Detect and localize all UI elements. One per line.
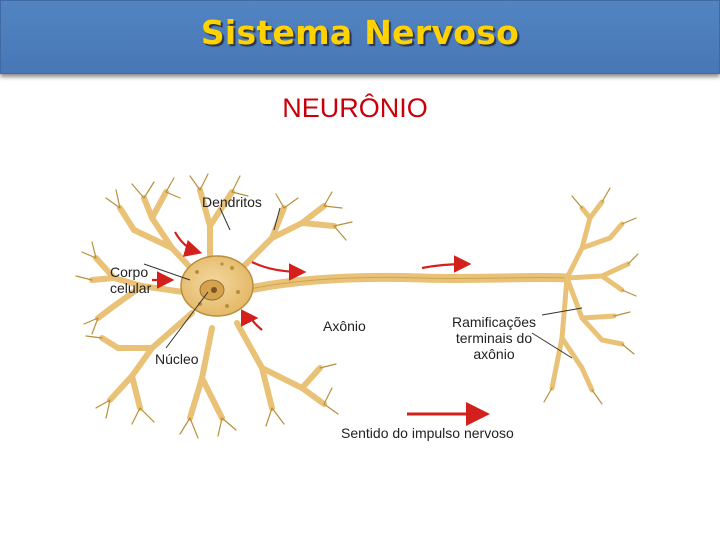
dendrites	[75, 173, 353, 439]
axon-terminals	[549, 199, 631, 393]
axon	[227, 272, 572, 298]
slide-title: Sistema Nervoso	[200, 13, 520, 52]
subtitle-text: NEURÔNIO	[282, 93, 428, 123]
label-ramificacoes-line3: axônio	[473, 346, 515, 362]
label-ramificacoes-line1: Ramificações	[451, 314, 537, 330]
label-corpo-celular: Corpo celular	[110, 264, 151, 296]
label-corpo-line2: celular	[110, 280, 152, 296]
label-corpo-line1: Corpo	[110, 264, 149, 280]
label-dendritos: Dendritos	[202, 194, 262, 210]
label-ramificacoes-line2: terminais do	[455, 330, 533, 346]
organelles	[195, 262, 240, 308]
legend-label: Sentido do impulso nervoso	[341, 425, 514, 441]
neuron-diagram	[75, 173, 639, 439]
label-nucleo: Núcleo	[155, 351, 199, 367]
impulse-arrows	[152, 231, 472, 331]
label-ramificacoes: Ramificações terminais do axônio	[442, 314, 546, 362]
slide-subtitle: NEURÔNIO	[0, 93, 720, 124]
label-pointers	[143, 207, 583, 359]
title-bar: Sistema Nervoso	[0, 0, 720, 74]
neuron-figure: Dendritos Corpo celular Núcleo Axônio Ra…	[62, 168, 640, 453]
label-axonio: Axônio	[323, 318, 366, 334]
